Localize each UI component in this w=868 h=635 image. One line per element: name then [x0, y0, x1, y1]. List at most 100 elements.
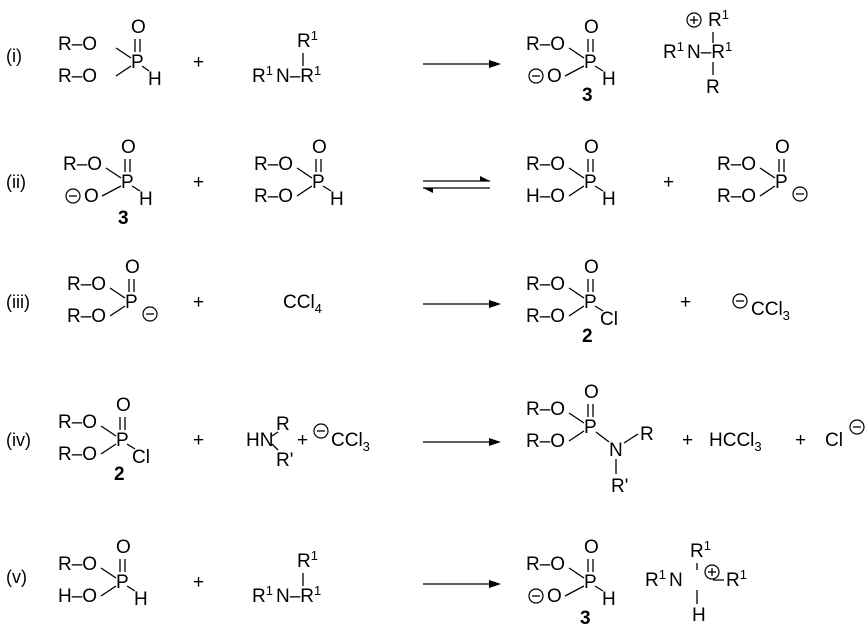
- alkoxy-group: R–O: [67, 306, 106, 327]
- plus-sign: +: [193, 172, 204, 193]
- reaction-label: (v): [6, 567, 27, 587]
- single-bond: [568, 167, 585, 179]
- substituent: R: [276, 414, 290, 435]
- negative-charge-icon: [528, 588, 544, 604]
- reaction-label: (iii): [6, 292, 30, 312]
- reaction-label: (ii): [6, 172, 26, 192]
- reaction-arrow: [423, 300, 501, 308]
- single-bond: [595, 431, 610, 443]
- reaction-arrow: [423, 580, 501, 588]
- alkoxy-group: R–O: [717, 186, 756, 207]
- substituent: R1: [690, 538, 711, 562]
- single-bond: [100, 425, 117, 437]
- phosphorus-atom: P: [775, 172, 788, 193]
- substituent: R1: [726, 567, 747, 591]
- single-bond: [101, 185, 122, 197]
- plus-sign: +: [680, 292, 691, 313]
- reaction-label: (i): [6, 46, 22, 66]
- oxygen-atom: O: [125, 257, 140, 278]
- negative-charge-icon: [849, 419, 865, 435]
- reaction-iv: (iv) R–O R–O O P Cl 2 + HN R R' + CCl3: [6, 382, 865, 497]
- single-bond: [568, 430, 585, 442]
- phosphorus-atom: P: [584, 572, 597, 593]
- plus-sign: +: [795, 430, 806, 451]
- single-bond: [322, 185, 332, 192]
- reaction-arrow: [423, 438, 501, 446]
- single-bond: [126, 585, 136, 592]
- negative-charge-icon: [732, 293, 748, 309]
- trichloromethyl: CCl3: [751, 299, 790, 323]
- hydrogen-atom: H: [602, 589, 616, 610]
- chlorine-atom: Cl: [600, 309, 618, 330]
- hydrogen-atom: H: [148, 69, 162, 90]
- phosphite-anion: R–O O P H O 3: [63, 137, 153, 229]
- oxygen-atom: O: [547, 66, 562, 87]
- reaction-ii: (ii) R–O O P H O 3 + R–O R–O O P H: [6, 137, 808, 229]
- dialkyl-phosphite: R–O R–O O P H: [58, 17, 162, 90]
- positive-charge-icon: [686, 12, 702, 28]
- compound-number: 3: [118, 208, 129, 229]
- dialkyl-phosphite: R–O R–O O P H: [254, 137, 344, 210]
- chlorine-atom: Cl: [825, 430, 843, 451]
- alkoxy-group: R–O: [254, 186, 293, 207]
- alkoxy-group: R–O: [526, 399, 565, 420]
- alkoxy-group: R–O: [526, 34, 565, 55]
- plus-sign: +: [193, 292, 204, 313]
- phosphorus-atom: P: [584, 417, 597, 438]
- single-bond: [568, 47, 585, 59]
- hydrogen-atom: H: [330, 189, 344, 210]
- single-bond: [131, 185, 141, 192]
- compound-number: 2: [582, 326, 593, 347]
- substituent: R: [640, 424, 654, 445]
- hydrogen-atom: H: [692, 605, 706, 626]
- alkoxy-group: R–O: [526, 274, 565, 295]
- phosphorus-atom: P: [116, 572, 129, 593]
- single-bond: [568, 305, 585, 317]
- alkoxy-group: R–O: [526, 306, 565, 327]
- plus-sign: +: [193, 52, 204, 73]
- single-bond: [115, 47, 132, 59]
- substituent: R1: [297, 548, 318, 572]
- phosphorus-atom: P: [131, 52, 144, 73]
- reaction-arrow: [423, 60, 501, 68]
- phosphite-anion-product: R–O O P H O 3: [526, 17, 616, 106]
- single-bond: [759, 185, 776, 197]
- single-bond: [141, 65, 150, 72]
- alkoxy-group: R–O: [58, 554, 97, 575]
- compound-number: 3: [580, 608, 591, 629]
- single-bond: [105, 167, 122, 179]
- phosphorus-atom: P: [312, 172, 325, 193]
- carbon-tetrachloride: CCl4: [283, 292, 322, 316]
- hydrogen-atom: H: [602, 69, 616, 90]
- alkoxy-group: R–O: [717, 154, 756, 175]
- single-bond: [296, 167, 313, 179]
- single-bond: [568, 185, 585, 197]
- single-bond: [271, 443, 279, 451]
- chloride-anion: Cl: [825, 419, 865, 451]
- alkoxy-group: R–O: [58, 412, 97, 433]
- phosphite-anion-product: R–O O P H O 3: [526, 537, 616, 629]
- chloroform: HCCl3: [709, 430, 762, 454]
- substituent: R1: [708, 7, 729, 31]
- single-bond: [759, 167, 776, 179]
- reaction-label: (iv): [6, 430, 31, 450]
- single-bond: [568, 567, 585, 579]
- plus-sign: +: [663, 172, 674, 193]
- compound-number: 2: [114, 464, 125, 485]
- single-bond: [623, 433, 639, 444]
- single-bond: [109, 305, 126, 317]
- phosphite-anion: R–O R–O O P: [67, 257, 158, 327]
- chlorine-atom: Cl: [132, 447, 150, 468]
- oxygen-atom: O: [116, 537, 131, 558]
- negative-charge-icon: [313, 423, 329, 439]
- single-bond: [564, 65, 585, 77]
- single-bond: [564, 585, 585, 597]
- compound-number: 3: [582, 85, 593, 106]
- phosphorus-atom: P: [121, 172, 134, 193]
- single-bond: [594, 185, 604, 192]
- alkoxy-group: R–O: [67, 274, 106, 295]
- alkoxy-group: R–O: [526, 154, 565, 175]
